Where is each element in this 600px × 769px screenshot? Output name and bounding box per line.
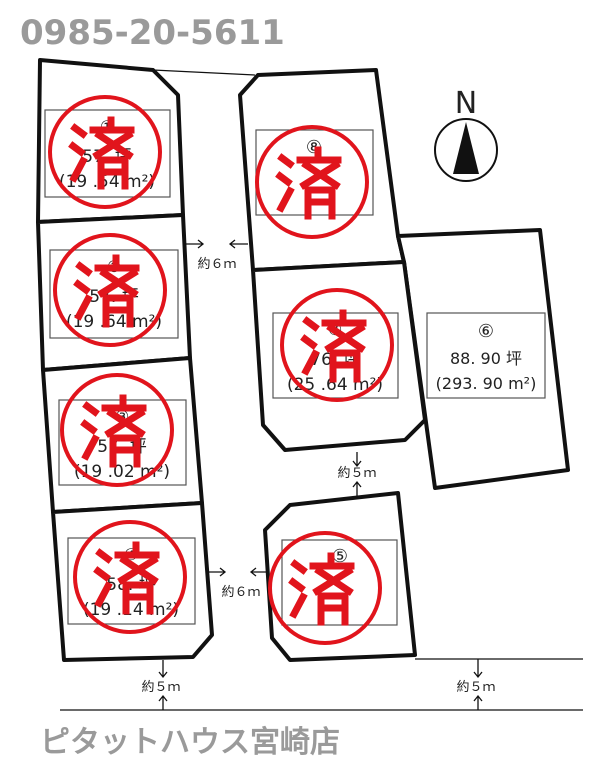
- lot-6-label: ⑥ 88. 90 坪 (293. 90 m²): [426, 312, 546, 399]
- road-width-label: 約６ｍ: [221, 585, 260, 600]
- lot-3-label: ③ 57. 坪 (19 .02 m²): [58, 399, 187, 486]
- road-width-label: 約５ｍ: [337, 466, 376, 481]
- north-arrow-icon: N: [434, 86, 498, 182]
- svg-text:N: N: [455, 86, 477, 121]
- road-width-label: 約５ｍ: [456, 680, 495, 695]
- svg-text:(19 .54 m²): (19 .54 m²): [59, 172, 155, 192]
- svg-text:(19 .64 m²): (19 .64 m²): [66, 312, 162, 332]
- svg-text:⑥: ⑥: [478, 321, 494, 342]
- boundary-line: [152, 69, 256, 76]
- watermark-phone: 0985-20-5611: [20, 13, 285, 53]
- watermark-name: ピタットハウス宮崎店: [40, 725, 340, 760]
- road-width-label: 約６ｍ: [197, 257, 236, 272]
- svg-text:(19 .14 m²): (19 .14 m²): [83, 600, 179, 620]
- svg-text:⑤: ⑤: [332, 546, 348, 567]
- road-width-label: 約５ｍ: [141, 680, 180, 695]
- svg-text:88. 90 坪: 88. 90 坪: [450, 349, 522, 368]
- dimension-arrows: [158, 239, 483, 710]
- svg-text:(293. 90 m²): (293. 90 m²): [436, 374, 537, 393]
